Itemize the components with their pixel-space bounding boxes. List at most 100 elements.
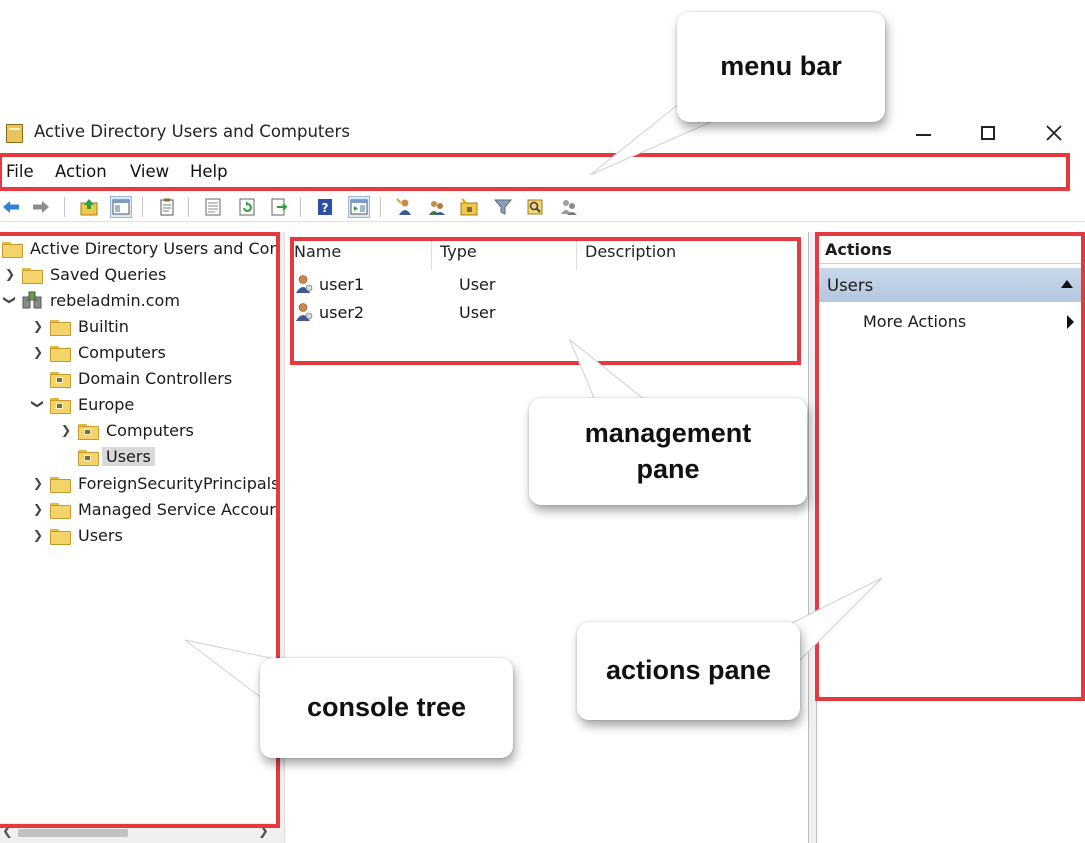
console-tree: Active Directory Users and Com ❯ Saved Q… — [0, 232, 278, 843]
submenu-arrow-icon — [1067, 315, 1074, 329]
callout-actions-pane: actions pane — [577, 622, 800, 720]
chevron-right-icon[interactable]: ❯ — [32, 476, 44, 490]
column-separator[interactable] — [576, 238, 577, 270]
export-list-button[interactable] — [268, 196, 290, 218]
folder-icon — [50, 475, 71, 493]
expander-placeholder — [30, 370, 46, 386]
chevron-right-icon[interactable]: ❯ — [32, 345, 44, 359]
folder-up-icon — [80, 199, 98, 216]
minimize-icon — [915, 134, 931, 136]
help-button[interactable]: ? — [314, 196, 336, 218]
collapse-up-icon[interactable] — [1061, 280, 1073, 288]
tree-item-domain-controllers[interactable]: Domain Controllers — [30, 365, 232, 391]
cell-name: user2 — [319, 302, 365, 322]
menu-file[interactable]: File — [6, 162, 34, 181]
tree-horizontal-scrollbar[interactable]: ❮ ❯ — [0, 823, 278, 843]
tree-item-builtin[interactable]: ❯ Builtin — [30, 313, 129, 339]
chevron-right-icon[interactable]: ❯ — [32, 528, 44, 542]
tree-item-foreign-security-principals[interactable]: ❯ ForeignSecurityPrincipals — [30, 470, 278, 496]
properties-button[interactable] — [156, 196, 178, 218]
minimize-button[interactable] — [900, 116, 946, 150]
chevron-down-icon[interactable]: ❯ — [3, 294, 17, 306]
forward-arrow-icon — [33, 201, 49, 213]
chevron-right-icon[interactable]: ❯ — [32, 319, 44, 333]
close-button[interactable] — [1031, 116, 1077, 150]
tree-item-label: Europe — [78, 394, 135, 414]
tree-item-label: Users — [78, 525, 123, 545]
add-to-group-icon — [561, 200, 577, 215]
cell-type: User — [459, 274, 496, 294]
scroll-left-icon[interactable]: ❮ — [2, 824, 13, 839]
tree-item-label: rebeladmin.com — [50, 290, 180, 310]
tree-item-label: ForeignSecurityPrincipals — [78, 473, 278, 493]
user-icon — [295, 274, 315, 294]
tree-root[interactable]: Active Directory Users and Com — [0, 235, 278, 261]
toolbar-separator — [188, 197, 189, 217]
up-one-level-button[interactable] — [78, 196, 100, 218]
tree-item-label: Builtin — [78, 316, 129, 336]
tree-item-users[interactable]: ❯ Users — [30, 522, 123, 548]
chevron-right-icon[interactable]: ❯ — [32, 502, 44, 516]
cell-type: User — [459, 302, 496, 322]
window-title: Active Directory Users and Computers — [34, 122, 350, 141]
back-button[interactable] — [0, 196, 22, 218]
svg-text:?: ? — [322, 201, 329, 215]
tree-item-europe-users[interactable]: Users — [58, 443, 155, 469]
scroll-right-icon[interactable]: ❯ — [258, 824, 269, 839]
callout-menu-bar: menu bar — [677, 12, 885, 122]
callout-console-tree: console tree — [260, 658, 513, 758]
tree-item-managed-service-accounts[interactable]: ❯ Managed Service Accour — [30, 496, 276, 522]
chevron-down-icon[interactable]: ❯ — [31, 398, 45, 410]
list-row[interactable]: user2 User — [295, 299, 775, 325]
actions-group-users[interactable]: Users — [819, 268, 1083, 302]
menu-help[interactable]: Help — [190, 162, 228, 181]
new-user-button[interactable] — [394, 196, 416, 218]
pane-splitter[interactable] — [809, 232, 816, 843]
menu-view[interactable]: View — [130, 162, 170, 181]
find-button[interactable] — [524, 196, 546, 218]
column-header-type[interactable]: Type — [440, 242, 477, 261]
back-arrow-icon — [3, 201, 19, 213]
show-hide-console-tree-button[interactable] — [110, 196, 132, 218]
console-tree-icon — [112, 199, 130, 215]
actions-group-label: Users — [827, 276, 874, 295]
menu-action[interactable]: Action — [55, 162, 107, 181]
user-icon — [295, 302, 315, 322]
toolbar-separator — [300, 197, 301, 217]
action-pane-icon — [350, 199, 368, 215]
tree-item-domain[interactable]: ❯ rebeladmin.com — [2, 287, 180, 313]
chevron-right-icon[interactable]: ❯ — [60, 423, 72, 437]
tree-item-europe[interactable]: ❯ Europe — [30, 391, 134, 417]
toolbar-separator — [380, 197, 381, 217]
tree-item-label: Managed Service Accour — [78, 499, 276, 519]
document-list-icon — [205, 198, 221, 216]
list-view-button[interactable] — [202, 196, 224, 218]
folder-icon — [50, 344, 71, 362]
forward-button[interactable] — [30, 196, 52, 218]
tree-item-label: Computers — [106, 420, 194, 440]
refresh-button[interactable] — [236, 196, 258, 218]
column-header-description[interactable]: Description — [585, 242, 677, 261]
callout-management-line1: management — [584, 418, 752, 449]
new-ou-button[interactable] — [458, 196, 480, 218]
scrollbar-thumb[interactable] — [18, 829, 128, 837]
more-actions-item[interactable]: More Actions — [863, 312, 967, 331]
add-to-group-button[interactable] — [558, 196, 580, 218]
callout-management-line2: pane — [636, 453, 700, 484]
filter-button[interactable] — [492, 196, 514, 218]
show-hide-action-pane-button[interactable] — [348, 196, 370, 218]
tree-item-computers[interactable]: ❯ Computers — [30, 339, 166, 365]
list-row[interactable]: user1 User — [295, 271, 775, 297]
tree-item-saved-queries[interactable]: ❯ Saved Queries — [2, 261, 166, 287]
new-group-button[interactable] — [426, 196, 448, 218]
maximize-button[interactable] — [965, 116, 1011, 150]
ou-folder-icon — [50, 396, 71, 414]
chevron-right-icon[interactable]: ❯ — [4, 267, 16, 281]
tree-item-europe-computers[interactable]: ❯ Computers — [58, 417, 194, 443]
column-separator[interactable] — [431, 238, 432, 270]
clipboard-icon — [160, 198, 174, 216]
pane-splitter[interactable] — [278, 232, 284, 843]
refresh-icon — [239, 198, 255, 216]
column-header-name[interactable]: Name — [294, 242, 342, 261]
actions-pane: Actions Users More Actions — [816, 232, 1085, 843]
